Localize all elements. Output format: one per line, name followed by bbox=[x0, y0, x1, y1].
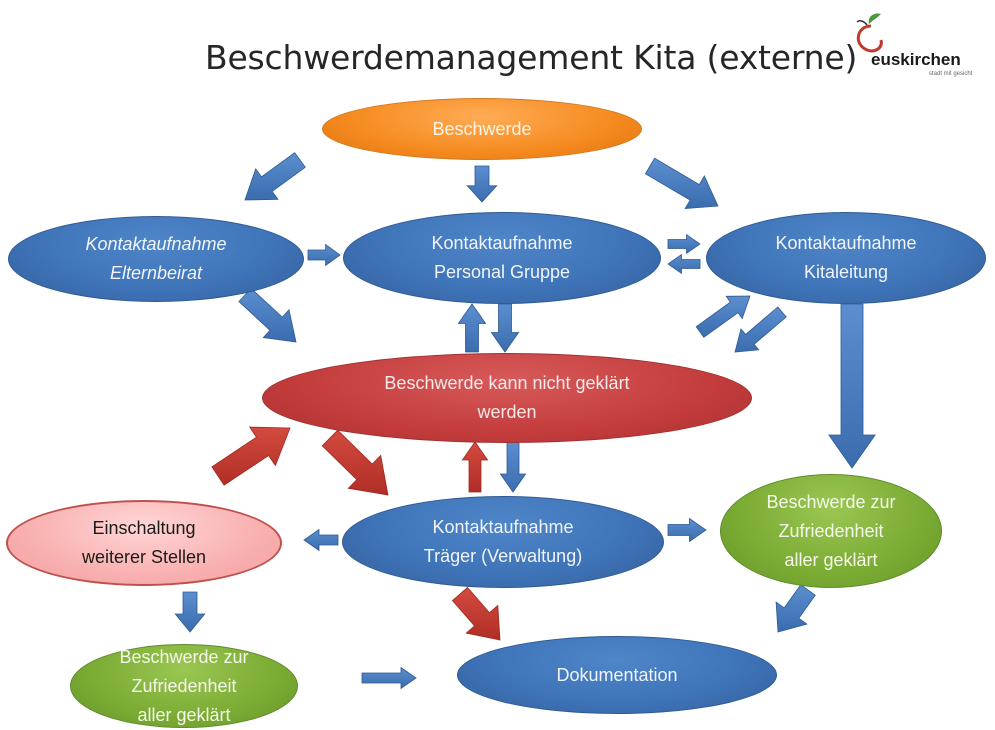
logo-mark-icon bbox=[856, 13, 883, 53]
node-kontakt-elternbeirat: Kontaktaufnahme Elternbeirat bbox=[8, 216, 304, 302]
arrow-traeger-to-nichtgeklaert bbox=[461, 441, 489, 493]
arrow-personal-to-kitaleitung bbox=[667, 233, 701, 255]
node-einschaltung-label: Einschaltung weiterer Stellen bbox=[81, 518, 207, 567]
node-zufrieden-right: Beschwerde zur Zufriedenheit aller geklä… bbox=[720, 474, 942, 588]
node-zufrieden-right-label: Beschwerde zur Zufriedenheit aller geklä… bbox=[766, 491, 896, 570]
node-nicht-geklaert: Beschwerde kann nicht geklärt werden bbox=[262, 353, 752, 443]
arrow-kitaleitung-to-personal bbox=[667, 253, 701, 275]
node-nicht-geklaert-label: Beschwerde kann nicht geklärt werden bbox=[384, 373, 630, 422]
arrow-elternbeirat-to-nichtgeklaert bbox=[238, 287, 297, 343]
arrow-personal-to-nichtgeklaert bbox=[490, 303, 520, 353]
logo-word: euskirchen bbox=[871, 50, 961, 69]
arrow-beschwerde-to-elternbeirat bbox=[244, 152, 306, 201]
arrow-nichtgeklaert-to-traeger bbox=[321, 429, 389, 496]
arrow-beschwerde-to-personal bbox=[466, 165, 498, 203]
arrow-beschwerde-to-kitaleitung bbox=[644, 157, 719, 210]
arrow-traeger-to-einschaltung bbox=[303, 528, 339, 552]
arrow-traeger-to-dokumentation bbox=[451, 586, 501, 641]
arrow-kitaleitung-to-nichtgeklaert bbox=[734, 306, 787, 353]
node-beschwerde: Beschwerde bbox=[322, 98, 642, 160]
node-kontakt-kitaleitung: Kontaktaufnahme Kitaleitung bbox=[706, 212, 986, 304]
arrow-nichtgeklaert-to-personal bbox=[457, 303, 487, 353]
node-zufrieden-left: Beschwerde zur Zufriedenheit aller geklä… bbox=[70, 644, 298, 728]
arrow-zufrieden-left-to-dokumentation bbox=[361, 666, 417, 690]
arrow-nichtgeklaert-to-kitaleitung bbox=[695, 295, 751, 338]
node-kontakt-elternbeirat-label: Kontaktaufnahme Elternbeirat bbox=[85, 234, 227, 283]
arrow-einschaltung-to-zufrieden-left bbox=[174, 591, 206, 633]
page-title: Beschwerdemanagement Kita (externe) bbox=[205, 38, 858, 77]
arrow-traeger-to-zufrieden bbox=[667, 517, 707, 543]
node-dokumentation-label: Dokumentation bbox=[556, 664, 678, 685]
node-beschwerde-label: Beschwerde bbox=[432, 118, 532, 139]
node-einschaltung: Einschaltung weiterer Stellen bbox=[6, 500, 282, 586]
node-kontakt-traeger-label: Kontaktaufnahme Träger (Verwaltung) bbox=[423, 517, 583, 566]
node-kontakt-traeger: Kontaktaufnahme Träger (Verwaltung) bbox=[342, 496, 664, 588]
logo: euskirchen stadt mit gesicht bbox=[845, 8, 995, 88]
node-dokumentation: Dokumentation bbox=[457, 636, 777, 714]
node-kontakt-kitaleitung-label: Kontaktaufnahme Kitaleitung bbox=[775, 233, 917, 282]
arrow-kitaleitung-to-zufrieden bbox=[828, 303, 876, 469]
arrow-zufrieden-right-to-dokumentation bbox=[775, 584, 816, 633]
node-zufrieden-left-label: Beschwerde zur Zufriedenheit aller geklä… bbox=[119, 646, 249, 725]
arrow-nichtgeklaert-to-traeger-down bbox=[499, 441, 527, 493]
node-kontakt-personal-gruppe-label: Kontaktaufnahme Personal Gruppe bbox=[431, 233, 573, 282]
node-kontakt-personal-gruppe: Kontaktaufnahme Personal Gruppe bbox=[343, 212, 661, 304]
logo-tagline: stadt mit gesicht bbox=[929, 71, 973, 77]
arrow-elternbeirat-to-personal bbox=[307, 243, 341, 267]
arrow-einschaltung-to-nichtgeklaert bbox=[211, 426, 291, 486]
